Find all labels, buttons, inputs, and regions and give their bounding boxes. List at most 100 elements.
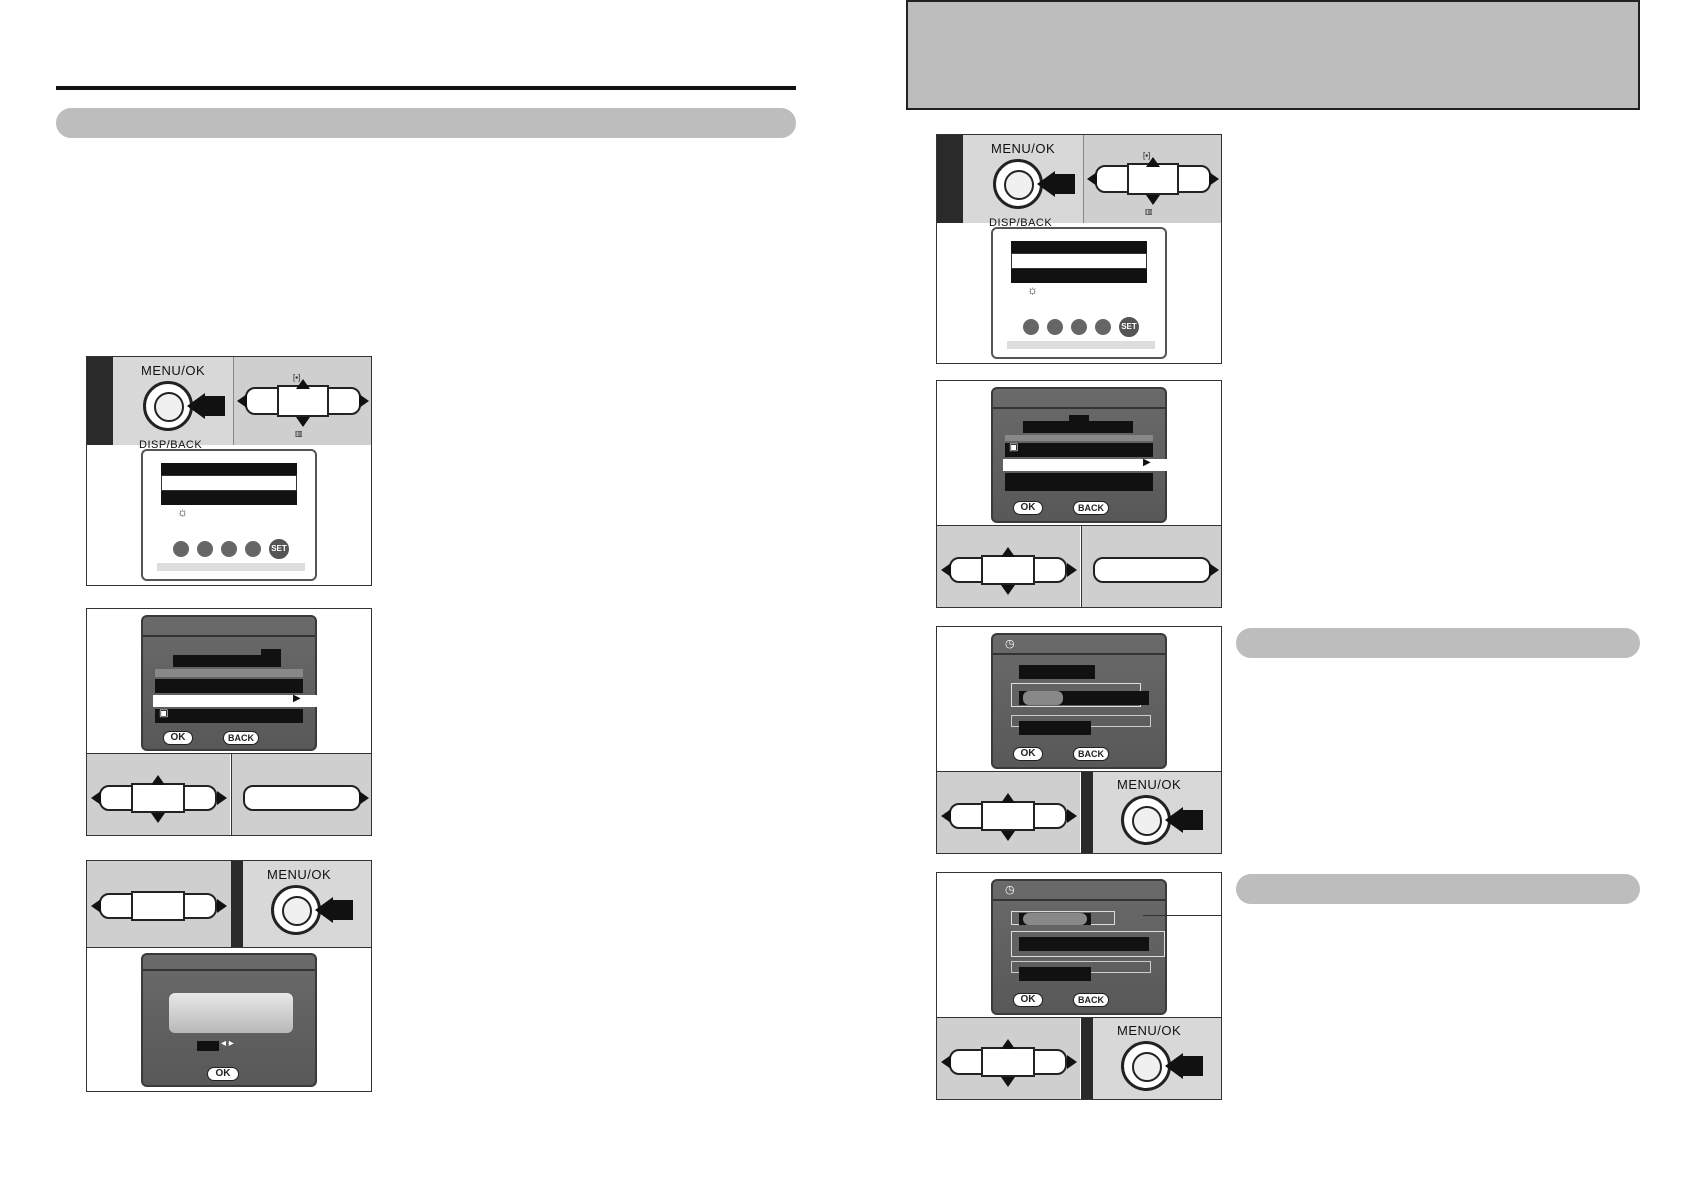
- left-arrow-icon: [941, 809, 951, 823]
- dpad-bottom-label: ▥: [1145, 207, 1153, 216]
- menu-tab-icon-3[interactable]: [219, 539, 239, 559]
- dpad-top-label: [▪]: [293, 373, 301, 382]
- ok-button[interactable]: OK: [1013, 993, 1043, 1007]
- back-button[interactable]: BACK: [1073, 993, 1109, 1007]
- back-button[interactable]: BACK: [1073, 501, 1109, 515]
- date-time-screen: ◷ OK BACK: [991, 633, 1167, 769]
- right-arrow-icon: [217, 791, 227, 805]
- press-arrow-icon: [187, 393, 205, 419]
- down-arrow-icon: [1001, 831, 1015, 841]
- menu-tab-icon-4[interactable]: [243, 539, 263, 559]
- clock-icon: ◷: [1005, 638, 1015, 650]
- step2-illustration-right: ▣ ▶ OK BACK: [936, 380, 1222, 608]
- left-arrow-icon: [91, 899, 101, 913]
- settings-screen: ▶ ▣ OK BACK: [141, 615, 317, 751]
- date-format-screen: ◷ OK BACK: [991, 879, 1167, 1015]
- menu-ok-label: MENU/OK: [141, 363, 206, 378]
- right-arrow-icon: [1067, 809, 1077, 823]
- section-header-pill-left: [56, 108, 796, 138]
- up-arrow-icon: [1001, 793, 1015, 803]
- menu-tab-icon-2[interactable]: [1045, 317, 1065, 337]
- up-arrow-icon: [1146, 157, 1160, 167]
- menu-tab-icon-3[interactable]: [1069, 317, 1089, 337]
- setup-menu-screen: ☼ SET: [141, 449, 317, 581]
- menu-ok-button[interactable]: [143, 381, 193, 431]
- header-box-right: [906, 0, 1640, 110]
- settings-screen: ▣ ▶ OK BACK: [991, 387, 1167, 523]
- clock-icon: ◷: [1005, 884, 1015, 896]
- down-arrow-icon: [296, 417, 310, 427]
- ok-button[interactable]: OK: [1013, 747, 1043, 761]
- sun-icon: ☼: [1027, 283, 1038, 297]
- step3-illustration-left: MENU/OK ◂ ▸ OK: [86, 860, 372, 1092]
- dpad-center[interactable]: [1127, 163, 1179, 195]
- left-arrow-icon: [237, 394, 247, 408]
- left-arrow-icon: [91, 791, 101, 805]
- up-arrow-icon: [1001, 547, 1015, 557]
- right-arrow-icon: [1209, 172, 1219, 186]
- right-arrow-icon: ▶: [293, 693, 301, 704]
- dpad-center[interactable]: [277, 385, 329, 417]
- menu-ok-label: MENU/OK: [1117, 1023, 1182, 1038]
- ok-button[interactable]: OK: [1013, 501, 1043, 515]
- menu-tab-icon-1[interactable]: [171, 539, 191, 559]
- down-arrow-icon: [151, 813, 165, 823]
- set-tab-icon[interactable]: SET: [1117, 315, 1141, 339]
- step1-illustration-left: MENU/OK [▪] ▥ DISP/BACK ☼ SET: [86, 356, 372, 586]
- press-arrow-icon: [1165, 807, 1183, 833]
- dpad-center[interactable]: [981, 801, 1035, 831]
- right-arrow-icon: [217, 899, 227, 913]
- right-arrow-icon: [1067, 1055, 1077, 1069]
- dpad-right[interactable]: [243, 785, 361, 811]
- right-arrow-icon: [1067, 563, 1077, 577]
- top-rule-left: [56, 86, 796, 90]
- right-arrow-icon: [1209, 563, 1219, 577]
- callout-line: [1143, 915, 1221, 916]
- down-arrow-icon: [1001, 585, 1015, 595]
- set-tab-icon[interactable]: SET: [267, 537, 291, 561]
- left-arrow-icon: [941, 1055, 951, 1069]
- right-arrow-icon: ▶: [1143, 457, 1151, 468]
- left-arrow-icon: [941, 563, 951, 577]
- ok-button[interactable]: OK: [207, 1067, 239, 1081]
- dpad-center[interactable]: [981, 555, 1035, 585]
- menu-tab-icon-2[interactable]: [195, 539, 215, 559]
- dpad-right[interactable]: [1093, 557, 1211, 583]
- camera-edge: [87, 357, 113, 445]
- menu-highlight-row: [1011, 269, 1147, 283]
- back-button[interactable]: BACK: [1073, 747, 1109, 761]
- step1-illustration-right: MENU/OK [▪] ▥ DISP/BACK ☼ SET: [936, 134, 1222, 364]
- menu-ok-button[interactable]: [1121, 1041, 1171, 1091]
- menu-ok-button[interactable]: [993, 159, 1043, 209]
- dpad-center[interactable]: [131, 891, 185, 921]
- right-arrow-icon: [359, 394, 369, 408]
- camera-icon: ▣: [159, 708, 169, 719]
- down-arrow-icon: [1001, 1077, 1015, 1087]
- dpad-top-label: [▪]: [1143, 151, 1151, 160]
- dpad-center[interactable]: [981, 1047, 1035, 1077]
- menu-highlight-row: [161, 491, 297, 505]
- left-right-arrows-icon: ◂ ▸: [221, 1038, 234, 1049]
- confirm-screen: ◂ ▸ OK: [141, 953, 317, 1087]
- right-arrow-icon: [359, 791, 369, 805]
- up-arrow-icon: [296, 379, 310, 389]
- up-arrow-icon: [1001, 1039, 1015, 1049]
- setup-menu-screen: ☼ SET: [991, 227, 1167, 359]
- menu-tab-icon-4[interactable]: [1093, 317, 1113, 337]
- up-arrow-icon: [151, 775, 165, 785]
- down-arrow-icon: [1146, 195, 1160, 205]
- section-header-pill-right-1: [1236, 628, 1640, 658]
- press-arrow-icon: [1037, 171, 1055, 197]
- menu-ok-button[interactable]: [1121, 795, 1171, 845]
- camera-icon: ▣: [1009, 442, 1019, 453]
- section-header-pill-right-2: [1236, 874, 1640, 904]
- left-arrow-icon: [1087, 172, 1097, 186]
- menu-ok-label: MENU/OK: [267, 867, 332, 882]
- step2-illustration-left: ▶ ▣ OK BACK: [86, 608, 372, 836]
- step4-illustration-right: ◷ OK BACK MENU/OK: [936, 872, 1222, 1100]
- back-button[interactable]: BACK: [223, 731, 259, 745]
- dpad-center[interactable]: [131, 783, 185, 813]
- menu-tab-icon-1[interactable]: [1021, 317, 1041, 337]
- menu-ok-button[interactable]: [271, 885, 321, 935]
- ok-button[interactable]: OK: [163, 731, 193, 745]
